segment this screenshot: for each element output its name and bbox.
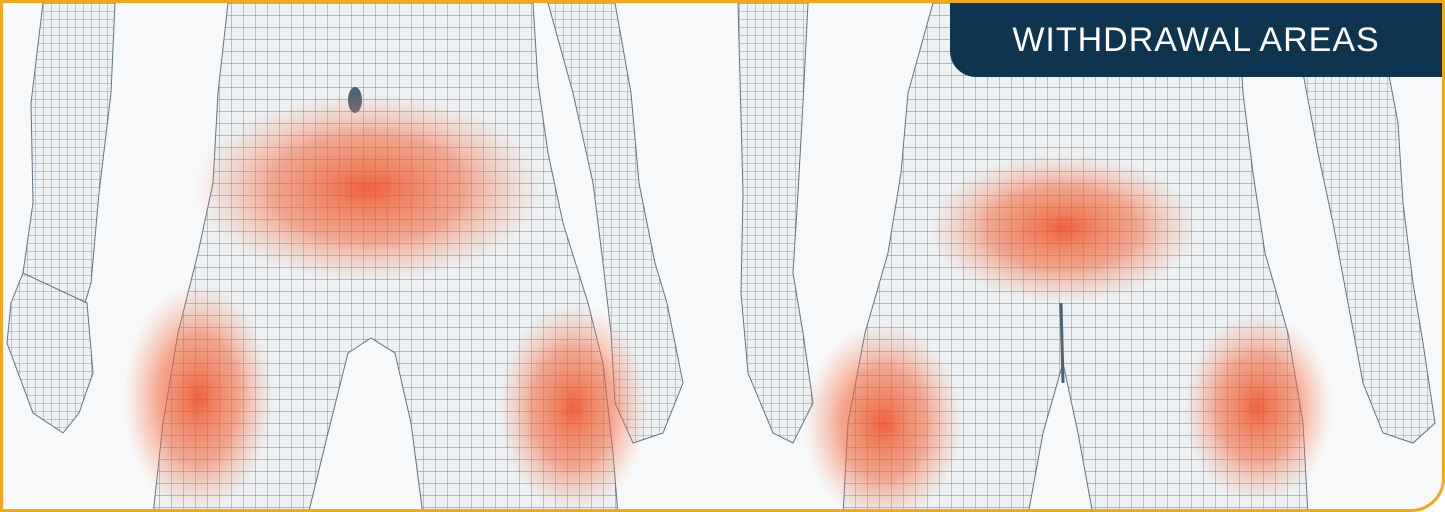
front-view — [7, 3, 683, 512]
back-left-arm — [738, 3, 813, 443]
withdrawal-areas-badge: WITHDRAWAL AREAS — [950, 3, 1442, 77]
gluteal-cleft — [1061, 303, 1063, 383]
back-view — [738, 3, 1435, 512]
front-right-thigh-highlight — [123, 283, 273, 512]
front-abdomen-highlight — [193, 93, 543, 283]
front-left-thigh-highlight — [498, 303, 648, 512]
badge-label: WITHDRAWAL AREAS — [1012, 21, 1379, 60]
back-lower-back-highlight — [928, 153, 1198, 303]
back-right-thigh-highlight — [1183, 313, 1333, 503]
body-illustration — [3, 3, 1445, 512]
